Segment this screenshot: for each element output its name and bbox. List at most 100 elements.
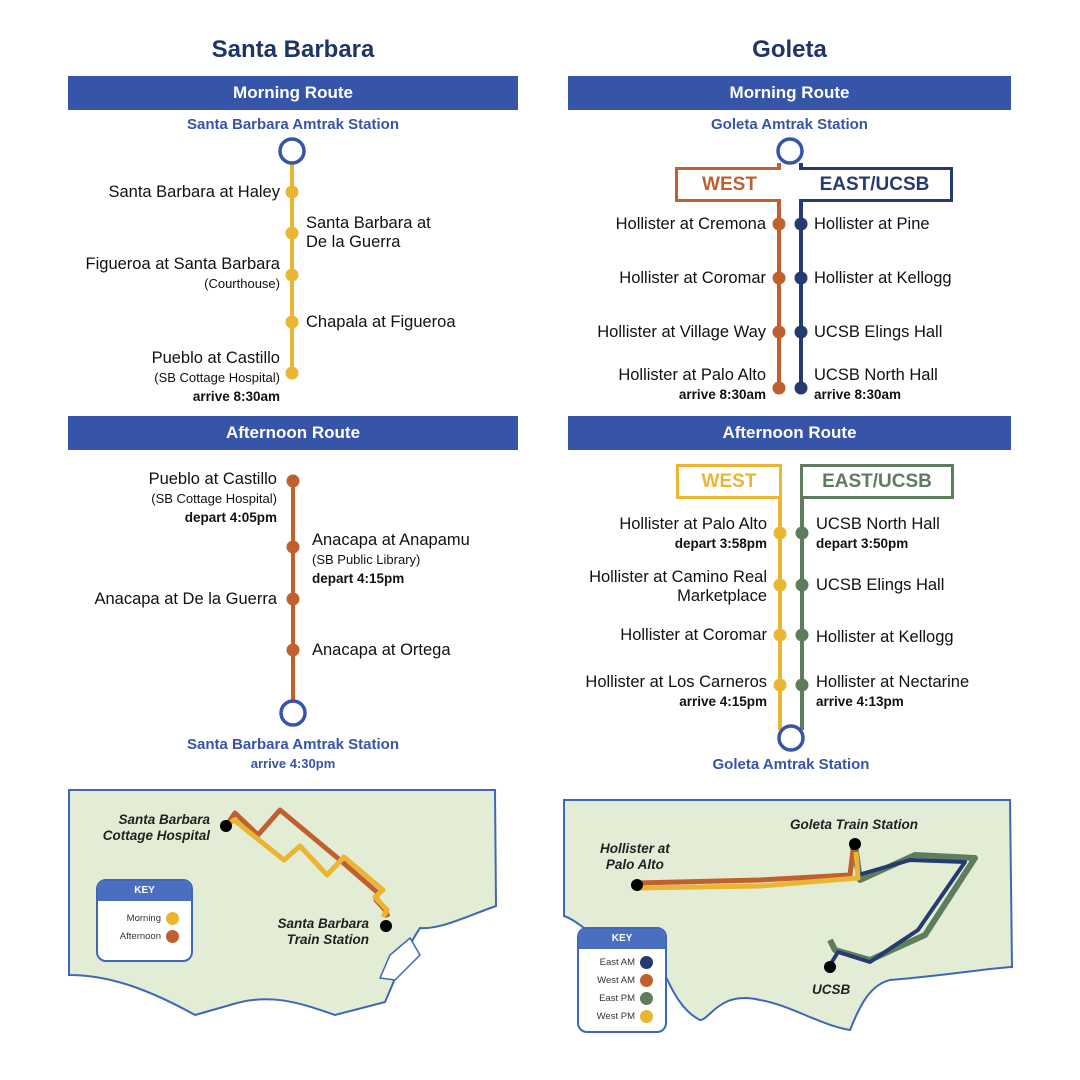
east-am-color-dot [640,955,653,969]
stop-label: UCSB Elings Hall [814,323,943,341]
stop-dot [285,366,299,380]
stop-label: Hollister at Coromar [620,626,767,644]
west-am-color-dot [640,973,653,987]
stop-dot [773,678,787,692]
stop-dot [794,217,808,231]
stop-dot [285,268,299,282]
stop-dot [795,578,809,592]
west-pm-map-route [636,851,861,891]
stop-dot [795,628,809,642]
stop-dot [773,628,787,642]
map-label-ucsb: UCSB [812,982,851,997]
stop-label: Anacapa at De la Guerra [94,590,277,608]
goleta-amtrak-station-icon [776,137,804,165]
stop-dot [772,381,786,395]
west-am-map-route [636,849,856,886]
santa-barbara-title: Santa Barbara [211,36,375,63]
palo-alto-marker [631,879,643,891]
stop-label: Pueblo at Castillo(SB Cottage Hospital)a… [151,349,280,404]
stop-label: Anacapa at Ortega [312,641,451,659]
sb-afternoon-end-time: arrive 4:30pm [250,756,336,771]
stop-label: Hollister at Pine [814,215,930,233]
stop-label: Hollister at Cremona [615,215,766,233]
hospital-marker [220,820,232,832]
goleta-afternoon-header: Afternoon Route [568,416,1011,450]
stop-dot [794,381,808,395]
stop-dot [285,185,299,199]
stop-label: Chapala at Figueroa [306,313,456,331]
arrival-time: arrive 8:30am [192,389,280,404]
goleta-am-west-tag: WEST [675,167,781,202]
goleta-map-key: KEY East AM West AM East PM West PM [577,927,667,1033]
stop-dot [794,271,808,285]
west-pm-color-dot [640,1009,653,1023]
stop-dot [285,226,299,240]
stop-label: Anacapa at Anapamu(SB Public Library)dep… [312,531,470,586]
sb-afternoon-header: Afternoon Route [68,416,518,450]
key-item: East AM [579,953,665,971]
goleta-title: Goleta [752,36,827,63]
map-label-goleta-station: Goleta Train Station [790,817,919,832]
sb-amtrak-station-icon [279,699,307,727]
key-item: West AM [579,971,665,989]
stop-dot [286,643,300,657]
sb-morning-header: Morning Route [68,76,518,110]
goleta-morning-start-station: Goleta Amtrak Station [711,116,868,133]
stop-dot [773,526,787,540]
goleta-station-marker [849,838,861,850]
sb-map-key: KEY Morning Afternoon [96,879,193,962]
afternoon-color-dot [166,929,179,943]
key-item: Afternoon [98,927,191,945]
stop-label: Hollister at Kellogg [814,269,952,287]
stop-label: Hollister at Kellogg [816,628,954,646]
stop-dot [794,325,808,339]
stop-label: Figueroa at Santa Barbara(Courthouse) [85,255,280,291]
goleta-pm-east-tag: EAST/UCSB [800,464,954,499]
stop-dot [795,678,809,692]
goleta-morning-header: Morning Route [568,76,1011,110]
goleta-pm-west-tag: WEST [676,464,782,499]
key-item: Morning [98,909,191,927]
goleta-afternoon-end-station: Goleta Amtrak Station [712,756,870,773]
stop-dot [286,474,300,488]
ucsb-marker [824,961,836,973]
stop-dot [285,315,299,329]
sb-morning-map-route [224,817,390,919]
east-am-map-route [828,846,967,967]
goleta-am-east-tag: EAST/UCSB [799,167,953,202]
key-item: East PM [579,989,665,1007]
sb-morning-start-station: Santa Barbara Amtrak Station [186,116,399,133]
stop-dot [286,592,300,606]
stop-label: UCSB Elings Hall [816,576,945,594]
east-pm-color-dot [640,991,653,1005]
sb-harbor [378,936,421,981]
stop-dot [772,271,786,285]
stop-dot [772,217,786,231]
stop-dot [286,540,300,554]
stop-label: Hollister at Coromar [619,269,766,287]
morning-color-dot [166,911,179,925]
stop-dot [772,325,786,339]
key-item: West PM [579,1007,665,1025]
sb-amtrak-station-icon [278,137,306,165]
stop-dot [795,526,809,540]
goleta-amtrak-station-icon [777,724,805,752]
train-station-marker [380,920,392,932]
stop-label: Hollister at Village Way [597,323,766,341]
stop-label: Pueblo at Castillo(SB Cottage Hospital)d… [148,470,277,525]
sb-afternoon-end-station: Santa Barbara Amtrak Station [186,736,399,753]
stop-label: Santa Barbara at Haley [108,183,280,201]
